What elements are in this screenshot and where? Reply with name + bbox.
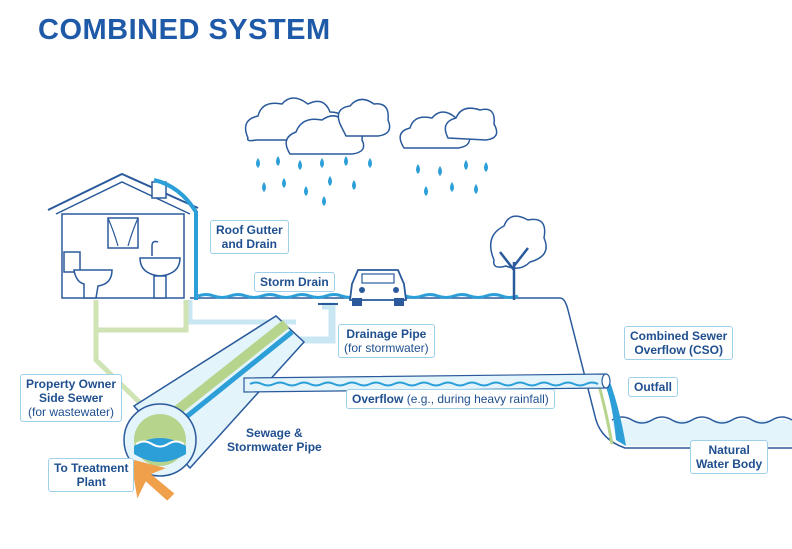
label-cso: Combined Sewer Overflow (CSO) (624, 326, 734, 360)
label-line: Storm Drain (260, 275, 329, 289)
label-outfall: Outfall (628, 377, 678, 397)
label-storm-drain: Storm Drain (254, 272, 335, 292)
ground-line (190, 297, 792, 449)
drainage-pipe (286, 302, 336, 344)
outfall-stream (604, 382, 626, 446)
label-treatment-plant: To Treatment Plant (48, 458, 135, 492)
sink-icon (139, 240, 181, 299)
label-line: (for wastewater) (28, 405, 115, 419)
label-line: Water Body (696, 457, 763, 471)
side-sewer (93, 300, 189, 333)
label-normal: (e.g., during heavy rainfall) (403, 392, 549, 406)
label-line: Plant (76, 475, 106, 489)
water-body (612, 420, 792, 446)
label-line: Side Sewer (39, 391, 104, 405)
label-line: Overflow (CSO) (634, 343, 724, 357)
label-natural-water: Natural Water Body (690, 440, 769, 474)
car-icon (348, 269, 408, 306)
label-line: Natural (708, 443, 750, 457)
label-property-owner: Property Owner Side Sewer (for wastewate… (20, 374, 123, 422)
label-sewage-pipe: Sewage & Stormwater Pipe (222, 424, 327, 456)
toilet-icon (63, 251, 113, 299)
arrow-icon (130, 459, 175, 501)
overflow-pipe (243, 373, 611, 393)
page-title: COMBINED SYSTEM (38, 14, 331, 46)
label-line: To Treatment (54, 461, 129, 475)
label-line: and Drain (221, 237, 277, 251)
label-drainage-pipe: Drainage Pipe (for stormwater) (338, 324, 435, 358)
label-overflow: Overflow (e.g., during heavy rainfall) (346, 389, 555, 409)
label-line: Drainage Pipe (346, 327, 427, 341)
label-line: Stormwater Pipe (227, 440, 322, 454)
label-line: Combined Sewer (630, 329, 728, 343)
cloud-icon (244, 97, 498, 155)
label-line: Outfall (634, 380, 672, 394)
rain-drop-icon (256, 156, 488, 206)
roof-gutter (153, 178, 198, 300)
label-roof-gutter: Roof Gutter and Drain (210, 220, 289, 254)
sewage-pipe (123, 315, 306, 477)
tree-icon (489, 215, 547, 300)
label-line: Sewage & (246, 426, 303, 440)
label-bold: Overflow (352, 392, 404, 406)
label-line: Roof Gutter (216, 223, 283, 237)
house-icon (47, 172, 199, 299)
label-line: Property Owner (26, 377, 117, 391)
label-line: (for stormwater) (344, 341, 429, 355)
water-waves (611, 416, 792, 424)
